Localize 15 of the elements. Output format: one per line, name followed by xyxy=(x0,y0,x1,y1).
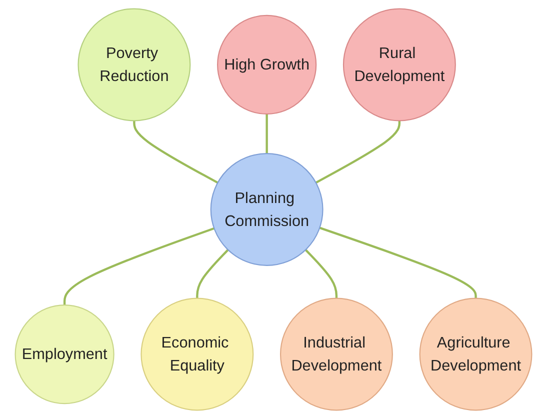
connector xyxy=(319,226,477,298)
connector xyxy=(266,114,268,154)
node-circle: Economic Equality xyxy=(140,298,254,411)
node-circle: Employment xyxy=(14,304,114,404)
connector xyxy=(63,227,215,306)
connector xyxy=(196,249,229,298)
node-circle: Planning Commission xyxy=(210,153,324,266)
node-circle: Agriculture Development xyxy=(419,298,532,411)
connector xyxy=(304,249,338,298)
node-circle: Industrial Development xyxy=(280,298,393,411)
node-circle: Poverty Reduction xyxy=(78,8,191,122)
connector xyxy=(315,120,401,184)
node-circle: Rural Development xyxy=(342,8,456,122)
node-circle: High Growth xyxy=(217,14,317,115)
connector xyxy=(133,120,218,184)
